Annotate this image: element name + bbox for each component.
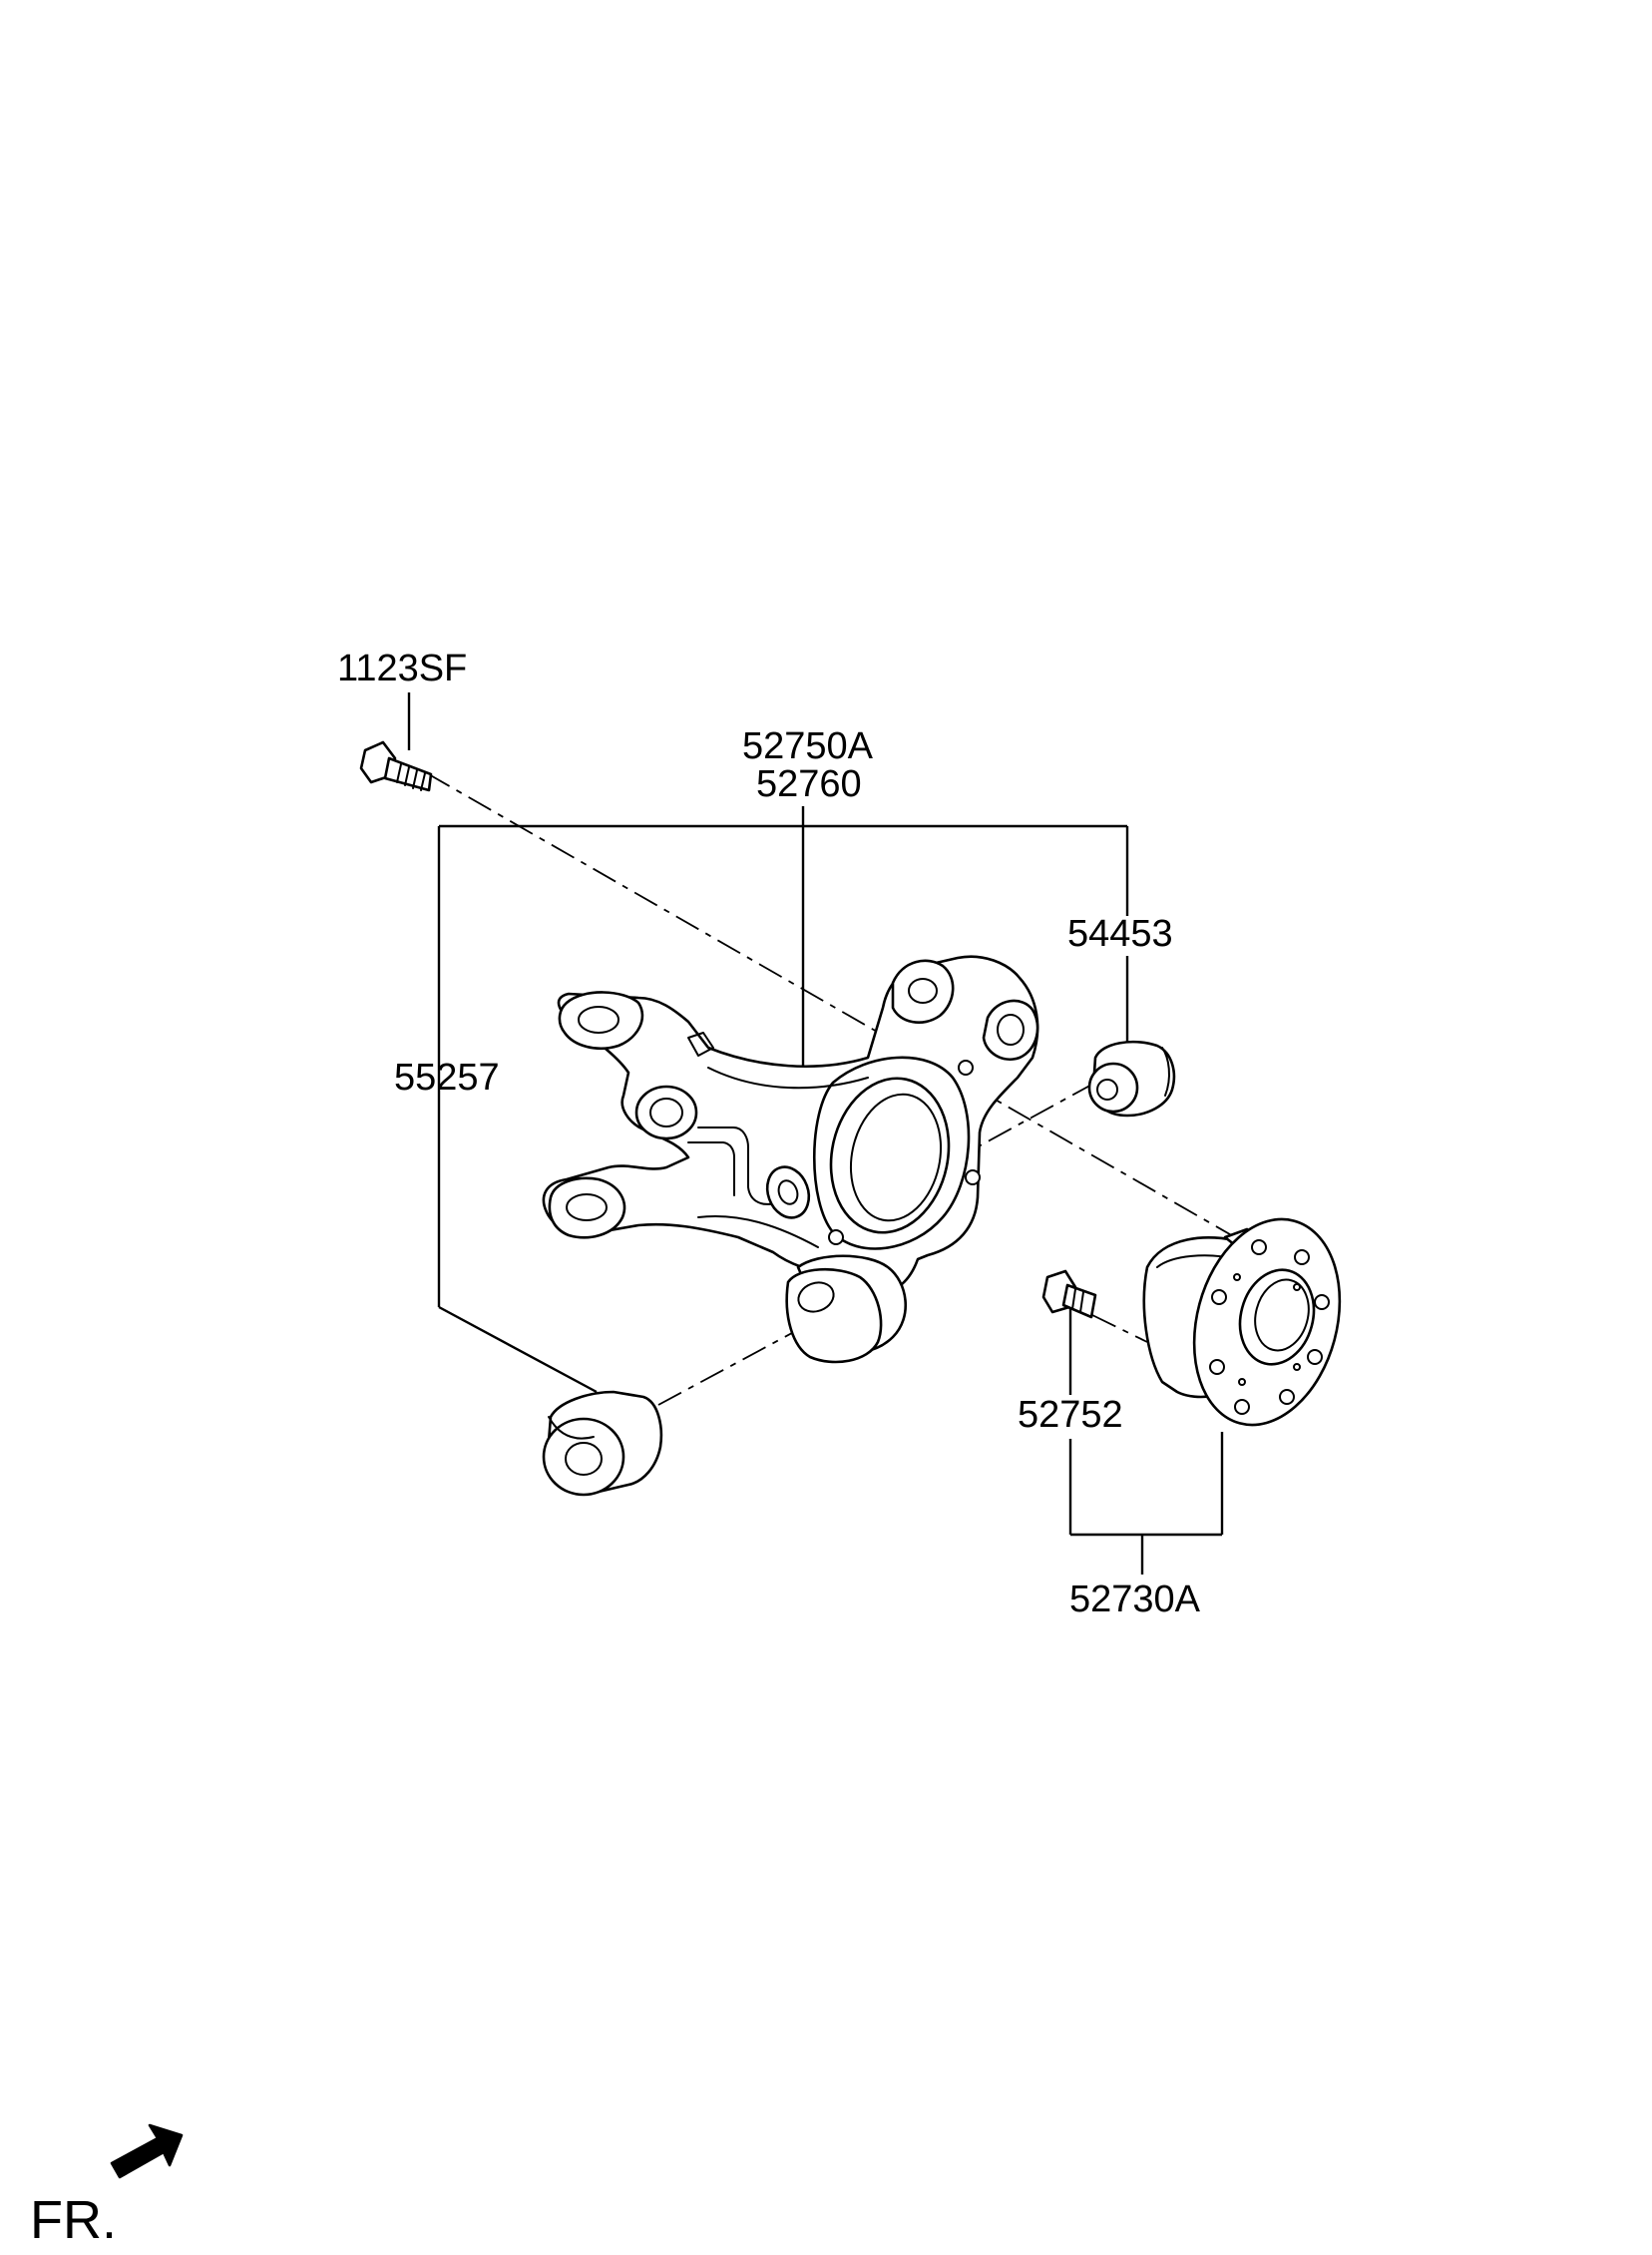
label-52760: 52760	[756, 763, 862, 805]
bushing-55257	[542, 1390, 663, 1497]
label-front-direction: FR.	[30, 2190, 117, 2250]
assembly-center-lines	[426, 772, 1236, 1406]
rear-knuckle	[542, 955, 1039, 1355]
label-52730a: 52730A	[1069, 1578, 1201, 1620]
knuckle-lower-bushing-socket	[785, 1267, 883, 1364]
label-55257: 55257	[394, 1057, 500, 1099]
wheel-bolt-52752	[1041, 1269, 1097, 1319]
label-52752: 52752	[1018, 1394, 1123, 1436]
bolt-1123sf	[359, 740, 433, 792]
hub-assembly-52730a	[1142, 1217, 1342, 1427]
leader-lines	[407, 692, 1224, 1575]
label-1123sf: 1123SF	[337, 648, 467, 689]
label-52750a: 52750A	[742, 725, 874, 767]
front-direction-arrow	[110, 2123, 184, 2179]
label-54453: 54453	[1067, 913, 1173, 955]
bushing-54453	[1087, 1040, 1176, 1118]
